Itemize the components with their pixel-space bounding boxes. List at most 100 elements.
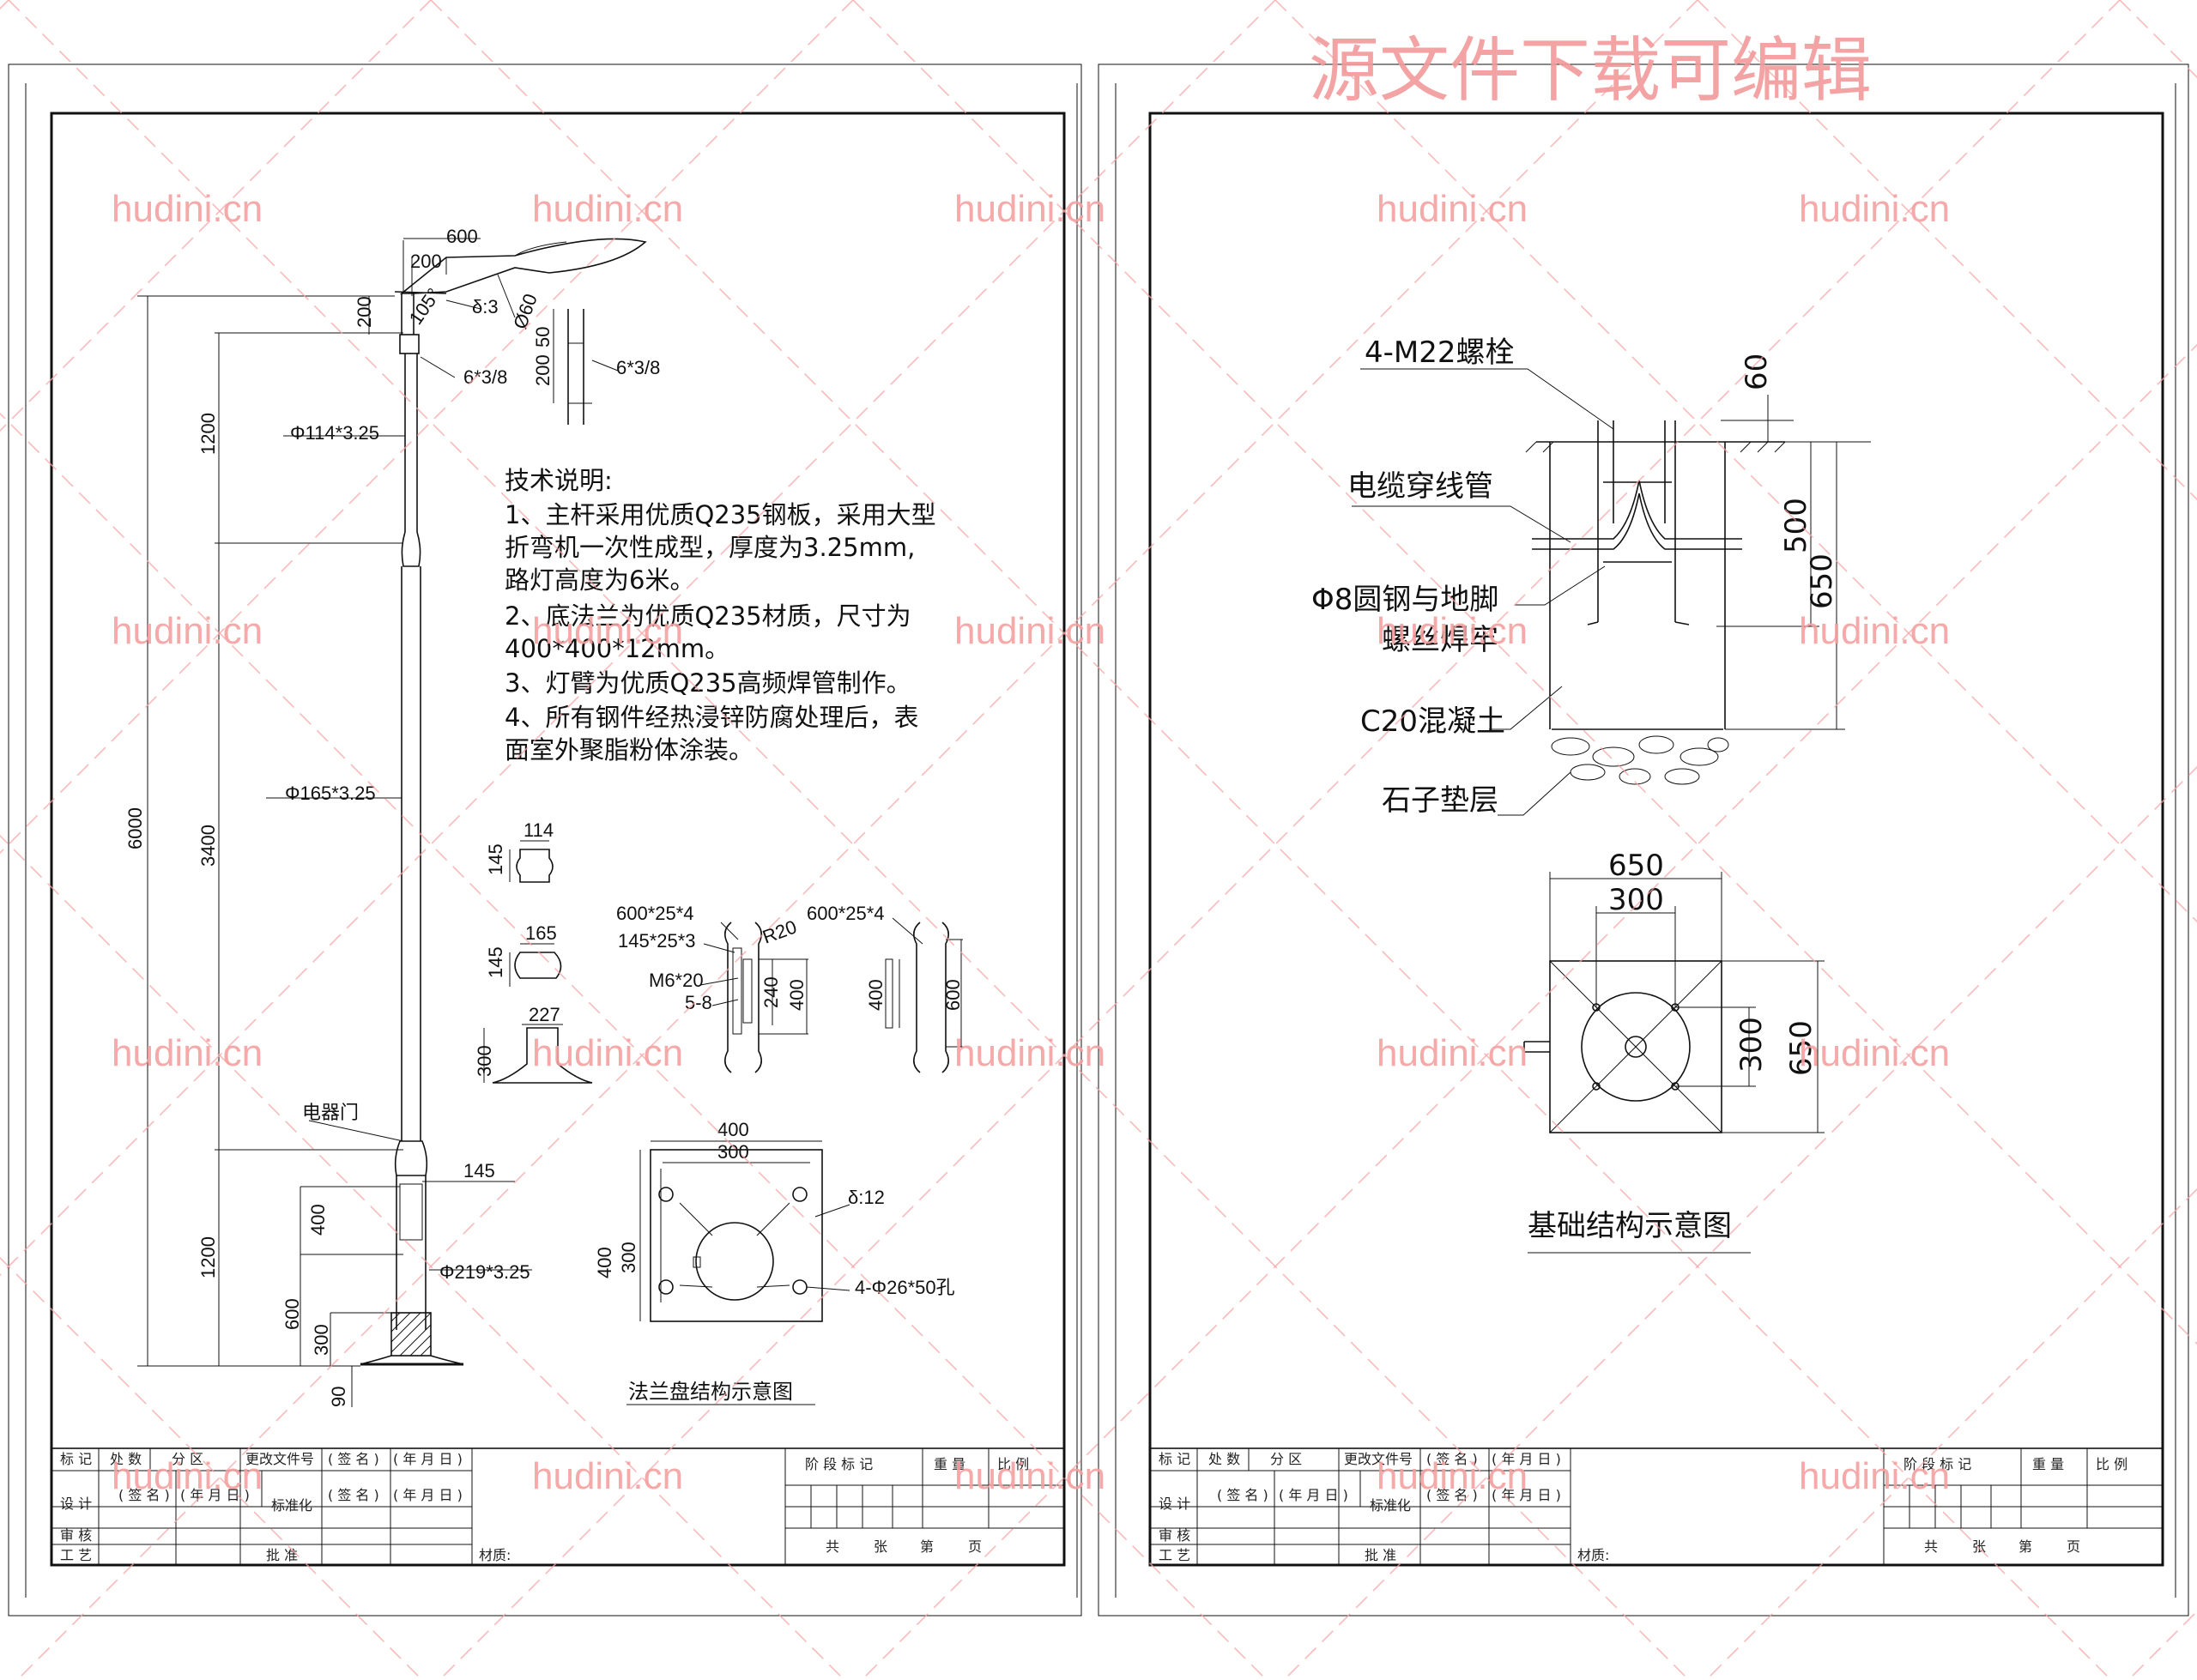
technical-notes: 技术说明: 1、主杆采用优质Q235钢板，采用大型 折弯机一次性成型，厚度为3.… <box>505 466 936 764</box>
watermark-diagonal <box>0 0 1276 1277</box>
notes-line-5: 400*400*12mm。 <box>505 634 729 663</box>
title-block-left <box>51 1447 1065 1566</box>
found-dim-60: 60 <box>1740 354 1774 390</box>
watermark-labels: hudini.cn hudini.cn hudini.cn hudini.cn hudi… <box>112 188 1950 1497</box>
door-label: 电器门 <box>302 1103 359 1124</box>
door-h600: 600 <box>942 979 964 1011</box>
dim-total-height: 6000 <box>124 807 146 849</box>
tb-l-design: 设 计 <box>60 1496 92 1512</box>
plan-caption: 基础结构示意图 <box>1528 1209 1732 1243</box>
watermark-site-label: hudini.cn <box>532 610 683 652</box>
door-gap: 5-8 <box>685 992 712 1013</box>
notes-line-8: 面室外聚脂粉体涂装。 <box>505 735 754 764</box>
tb-r-material: 材质: <box>1577 1547 1609 1563</box>
arm-detail-200: 200 <box>532 354 554 386</box>
notes-line-2: 折弯机一次性成型，厚度为3.25mm, <box>505 533 915 562</box>
watermark-site-label: hudini.cn <box>1799 1032 1950 1074</box>
tb-r-di: 第 <box>2018 1538 2032 1555</box>
tb-l-stage: 阶 段 标 记 <box>805 1456 873 1472</box>
tb-r-approve: 批 准 <box>1365 1547 1396 1563</box>
arm-detail-50: 50 <box>532 327 554 347</box>
tb-l-di: 第 <box>920 1538 934 1555</box>
watermark-diagonal <box>1705 1187 2197 1680</box>
title-block-left-text: 标 记 处 数 分 区 更改文件号 ( 签 名 ) ( 年 月 日 ) 设 计 … <box>60 1451 1029 1563</box>
plan-width-300: 300 <box>1608 883 1664 917</box>
dim-lamp-diameter: Ø60 <box>509 291 542 332</box>
dim-base-300: 300 <box>311 1324 332 1356</box>
watermark-site-label: hudini.cn <box>1799 1455 1950 1497</box>
notes-line-1: 1、主杆采用优质Q235钢板，采用大型 <box>505 500 936 529</box>
notes-line-7: 4、所有钢件经热浸锌防腐处理后，表 <box>505 703 918 732</box>
title-block-right <box>1149 1447 2164 1566</box>
pole-elevation <box>360 238 647 1366</box>
tb-l-review: 审 核 <box>60 1527 92 1544</box>
watermark-diagonal <box>0 834 845 1680</box>
tb-r-craft: 工 艺 <box>1159 1547 1190 1563</box>
door-plate1: 600*25*4 <box>616 903 694 924</box>
foundation-section <box>1352 368 1871 816</box>
flange-inner: 300 <box>717 1141 749 1163</box>
watermark-site-label: hudini.cn <box>112 188 263 230</box>
tb-l-count: 处 数 <box>110 1451 142 1467</box>
door-detail <box>699 917 963 1073</box>
title-block-right-text: 标 记 处 数 分 区 更改文件号 ( 签 名 ) ( 年 月 日 ) 设 计 … <box>1159 1451 2127 1563</box>
tb-l-sign1: ( 签 名 ) <box>328 1451 379 1467</box>
plan-width-650: 650 <box>1608 849 1664 883</box>
dim-arm-rise: 200 <box>354 296 375 328</box>
watermark-site-label: hudini.cn <box>112 1032 263 1074</box>
tb-l-mark: 标 记 <box>60 1451 92 1467</box>
tb-r-design: 设 计 <box>1159 1496 1190 1512</box>
tb-l-ye: 页 <box>968 1538 982 1555</box>
flange-outer: 400 <box>717 1119 749 1140</box>
tb-l-date1: ( 年 月 日 ) <box>393 1451 463 1467</box>
tb-r-date2: ( 年 月 日 ) <box>1279 1487 1348 1503</box>
notes-line-6: 3、灯臂为优质Q235高频焊管制作。 <box>505 668 911 698</box>
dim-door-width: 145 <box>463 1160 495 1181</box>
tb-l-date3: ( 年 月 日 ) <box>393 1487 463 1503</box>
dim-door-height: 400 <box>307 1204 329 1236</box>
tb-r-review: 审 核 <box>1159 1527 1190 1544</box>
tb-l-craft: 工 艺 <box>60 1547 92 1563</box>
dim-arm-thickness: δ:3 <box>472 296 499 317</box>
watermark-diagonal <box>1274 0 2197 923</box>
watermark-site-label: hudini.cn <box>954 1455 1105 1497</box>
watermark-diagonal <box>0 0 432 432</box>
watermark-site-label: hudini.cn <box>1377 1032 1528 1074</box>
watermark-site-label: hudini.cn <box>954 610 1105 652</box>
dim-mid-pipe: Φ165*3.25 <box>285 783 376 804</box>
collar1-height: 145 <box>485 843 506 875</box>
tb-l-zone: 分 区 <box>172 1451 203 1467</box>
collar2-width: 165 <box>525 922 557 944</box>
tb-l-total: 共 <box>826 1538 839 1555</box>
tb-r-sign2: ( 签 名 ) <box>1217 1487 1268 1503</box>
right-sheet-frame <box>1098 63 2189 1617</box>
dim-arm-length: 600 <box>446 226 478 247</box>
door-h240: 240 <box>760 976 782 1008</box>
flange-outer-v: 400 <box>594 1247 615 1278</box>
watermark-diagonal <box>430 0 2112 1680</box>
pole-dimensions <box>137 238 532 1407</box>
door-radius: R20 <box>760 916 799 947</box>
found-dim-650: 650 <box>1805 553 1839 609</box>
watermark-diagonal <box>439 0 2121 1680</box>
tb-r-mark: 标 记 <box>1159 1451 1190 1467</box>
dim-seg-low: 1200 <box>197 1236 219 1278</box>
watermark-site-label: hudini.cn <box>532 188 683 230</box>
dim-base-pipe: Φ219*3.25 <box>439 1261 530 1283</box>
rebar-label-2: 螺丝焊牢 <box>1382 623 1498 657</box>
tb-r-zone: 分 区 <box>1270 1451 1302 1467</box>
notes-line-4: 2、底法兰为优质Q235材质，尺寸为 <box>505 601 911 631</box>
found-dim-500: 500 <box>1779 498 1813 553</box>
tb-r-scale: 比 例 <box>2096 1456 2127 1472</box>
dim-seg-top: 1200 <box>197 413 219 455</box>
tb-l-material: 材质: <box>479 1547 511 1563</box>
tb-l-approve: 批 准 <box>266 1547 298 1563</box>
collar3-height: 300 <box>474 1045 495 1077</box>
watermark-site-label: hudini.cn <box>112 610 263 652</box>
watermark-diagonal <box>0 1256 423 1680</box>
watermark-diagonal <box>1283 765 2197 1680</box>
notes-line-3: 路灯高度为6米。 <box>505 565 694 595</box>
door-h400b: 400 <box>865 979 887 1011</box>
plan-height-650: 650 <box>1784 1020 1819 1076</box>
